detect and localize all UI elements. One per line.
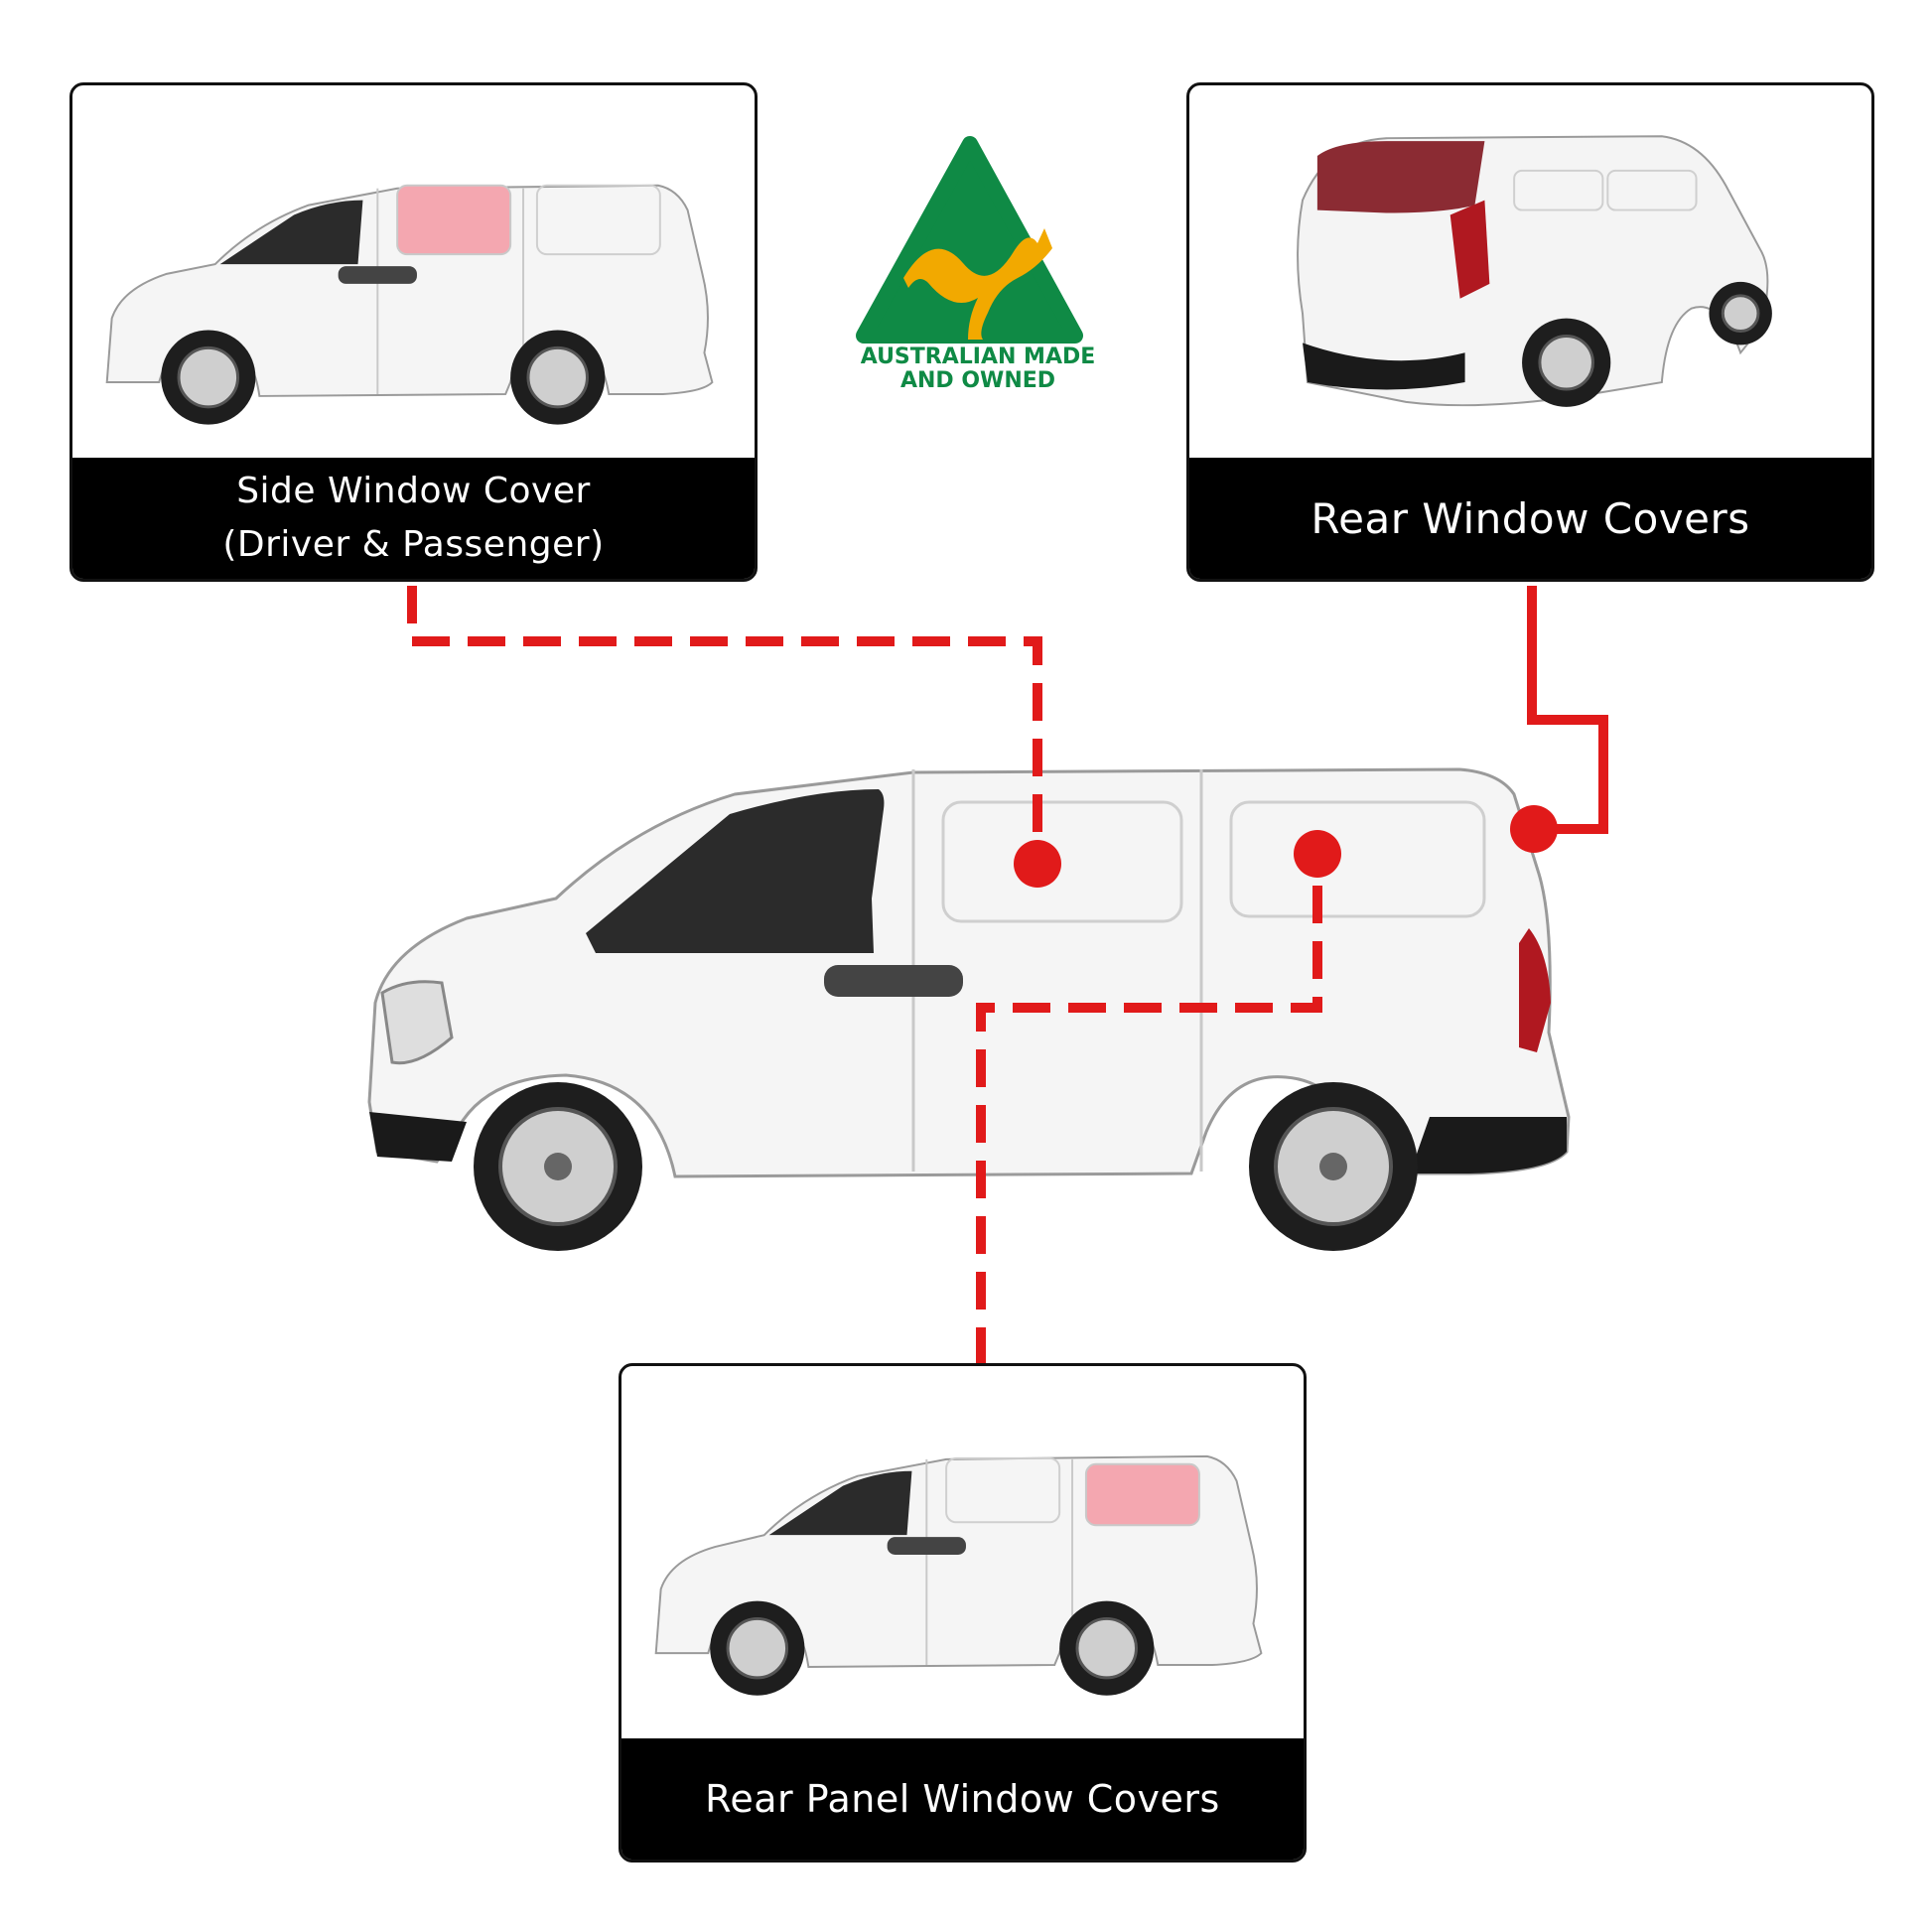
- van-rear-image: [1297, 135, 1772, 407]
- van-panel-image: [654, 1454, 1263, 1696]
- kangaroo-triangle-icon: [856, 136, 1083, 344]
- side-window-cover-caption: Side Window Cover (Driver & Passenger): [72, 458, 755, 579]
- side-window-cover-card[interactable]: Side Window Cover (Driver & Passenger): [69, 82, 758, 582]
- connector-panel: [976, 854, 1322, 1365]
- rear-panel-window-covers-caption: Rear Panel Window Covers: [621, 1738, 1304, 1860]
- caption-text: Rear Panel Window Covers: [705, 1777, 1220, 1821]
- rear-window-covers-caption: Rear Window Covers: [1189, 458, 1871, 579]
- marker-rear-window: [1510, 805, 1558, 853]
- logo-text-line1: AUSTRALIAN MADE: [860, 345, 1096, 369]
- marker-rear-panel-window: [1294, 830, 1341, 878]
- caption-line1: Side Window Cover: [236, 471, 591, 511]
- van-side-image: [105, 184, 714, 425]
- caption-text: Rear Window Covers: [1311, 493, 1750, 543]
- australian-made-logo: AUSTRALIAN MADE AND OWNED: [784, 79, 1172, 417]
- marker-side-window: [1014, 840, 1061, 888]
- caption-line2: (Driver & Passenger): [222, 524, 605, 565]
- rear-window-covers-card[interactable]: Rear Window Covers: [1186, 82, 1874, 582]
- rear-panel-window-covers-card[interactable]: Rear Panel Window Covers: [619, 1363, 1307, 1863]
- main-van-image: [367, 767, 1571, 1251]
- connector-rear: [1527, 586, 1608, 834]
- connector-side: [407, 586, 1042, 854]
- logo-text-line2: AND OWNED: [899, 368, 1056, 393]
